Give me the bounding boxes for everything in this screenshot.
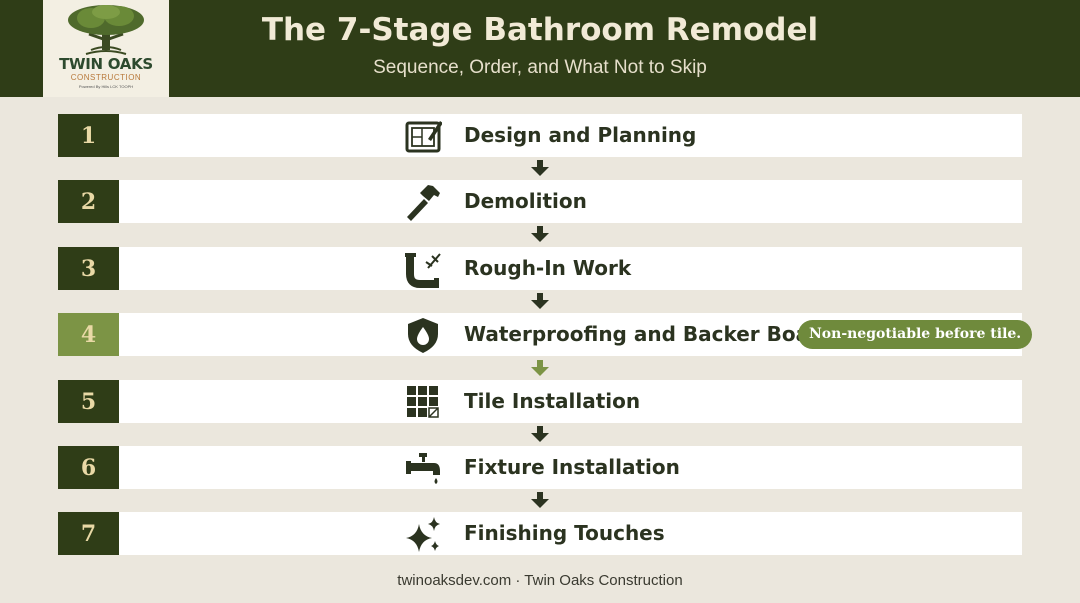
stage-row-4: 4 Waterproofing and Backer Board Non-neg…	[58, 313, 1033, 356]
stage-row-6: 6 Fixture Installation	[58, 446, 1022, 489]
stage-number: 4	[58, 313, 119, 356]
plumbing-pipe-icon	[405, 253, 441, 288]
faucet-icon	[406, 453, 440, 484]
stage-label: Design and Planning	[464, 123, 697, 147]
logo-brand: TWIN OAKS	[59, 55, 153, 73]
stage-row-3: 3 Rough-In Work	[58, 247, 1022, 290]
stage-number: 1	[58, 114, 119, 157]
tile-grid-icon	[407, 386, 439, 418]
hammer-icon	[407, 185, 440, 221]
stage-number: 2	[58, 180, 119, 223]
header-banner: TWIN OAKS CONSTRUCTION Powered By Hills …	[0, 0, 1080, 97]
stage-label: Fixture Installation	[464, 455, 680, 479]
down-arrow-icon	[531, 360, 549, 376]
down-arrow-icon	[531, 293, 549, 309]
stage-row-2: 2 Demolition	[58, 180, 1022, 223]
footer-credit: twinoaksdev.com · Twin Oaks Construction	[397, 572, 683, 589]
down-arrow-icon	[531, 492, 549, 508]
down-arrow-icon	[531, 226, 549, 242]
page-title: The 7-Stage Bathroom Remodel	[261, 12, 819, 48]
shield-drop-icon	[408, 318, 438, 353]
stage-number: 5	[58, 380, 119, 423]
warning-badge: Non-negotiable before tile.	[798, 320, 1033, 349]
down-arrow-icon	[531, 160, 549, 176]
stage-number: 3	[58, 247, 119, 290]
company-logo: TWIN OAKS CONSTRUCTION Powered By Hills …	[43, 0, 169, 97]
stage-label: Finishing Touches	[464, 521, 665, 545]
stage-label: Waterproofing and Backer Board	[464, 322, 834, 346]
stage-row-7: 7 Finishing Touches	[58, 512, 1022, 555]
blueprint-icon	[405, 121, 442, 153]
stage-row-1: 1 Design and Planning	[58, 114, 1022, 157]
stage-number: 7	[58, 512, 119, 555]
logo-subtitle: CONSTRUCTION	[70, 73, 142, 82]
down-arrow-icon	[531, 426, 549, 442]
stage-row-5: 5 Tile Installation	[58, 380, 1022, 423]
page-subtitle: Sequence, Order, and What Not to Skip	[373, 57, 707, 78]
stage-label: Demolition	[464, 189, 587, 213]
stage-label: Tile Installation	[464, 389, 641, 413]
logo-tagline: Powered By Hills LCK TOOPH	[78, 84, 134, 89]
stage-number: 6	[58, 446, 119, 489]
sparkle-icon	[406, 517, 440, 552]
oak-tree-icon	[68, 5, 144, 55]
stage-label: Rough-In Work	[464, 256, 632, 280]
